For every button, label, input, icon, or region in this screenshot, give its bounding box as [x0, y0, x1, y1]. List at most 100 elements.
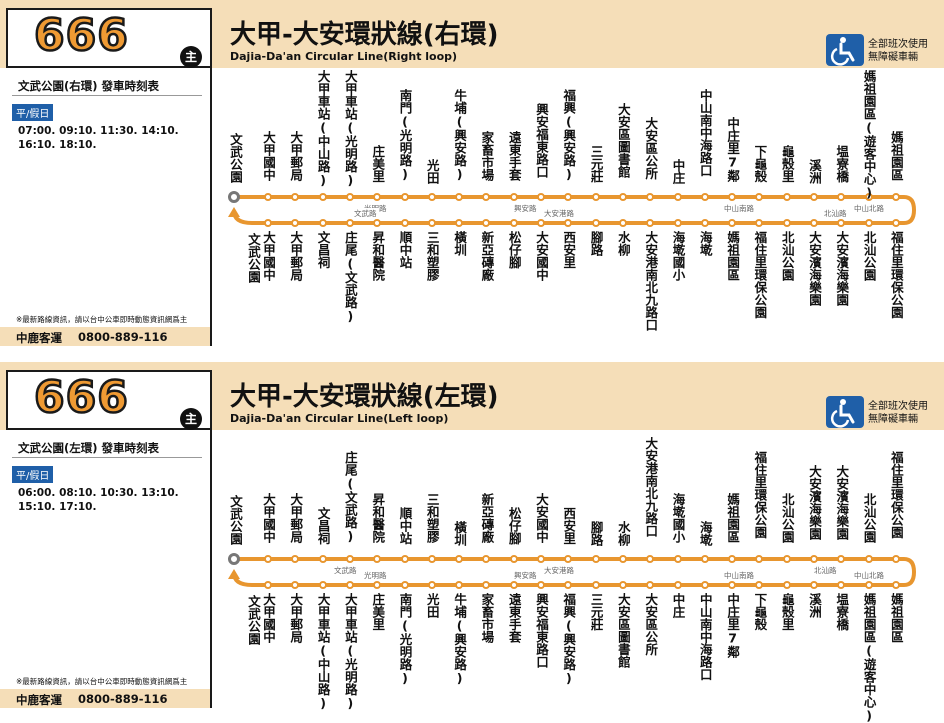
- road-label-top: 中山南路: [722, 203, 756, 214]
- day-type-badge: 平/假日: [12, 104, 54, 121]
- stop-marker: [373, 581, 382, 589]
- stop-name-bottom: 海墘國小: [670, 231, 686, 281]
- stop-name-top: 大安濱海樂園: [807, 465, 822, 540]
- stop-name-bottom: 下龜殼: [752, 593, 768, 631]
- stop-marker: [837, 555, 846, 563]
- stop-marker: [564, 555, 573, 563]
- stop-name-top: 三和塑膠: [424, 493, 440, 543]
- stop-marker: [891, 581, 900, 589]
- stop-name-bottom: 新亞磚廠: [479, 231, 495, 281]
- road-label-bottom: 興安路: [512, 570, 539, 581]
- stop-marker: [345, 581, 354, 589]
- stop-name-bottom: 大安國中: [534, 231, 549, 281]
- stop-name-bottom: 大安濱海樂園: [807, 231, 822, 306]
- road-label-bottom: 光明路: [362, 570, 389, 581]
- stop-name-top: 光田: [424, 159, 440, 184]
- stop-marker: [455, 581, 464, 589]
- stop-name-bottom: 昇和醫院: [370, 231, 386, 281]
- stop-name-top: 媽祖園區(遊客中心): [861, 70, 877, 200]
- main-route-badge: 主: [180, 408, 202, 430]
- route-map: 文武公園文武公園大甲國中大甲郵局文昌祠庄尾(文武路)昇和醫院順中站三和塑膠橫圳新…: [212, 430, 944, 723]
- stop-name-top: 文昌祠: [315, 507, 331, 545]
- stop-name-bottom: 大安區公所: [643, 593, 659, 656]
- road-label-top: 中山北路: [852, 203, 886, 214]
- stop-marker: [700, 581, 709, 589]
- stop-name-bottom: 橫圳: [452, 231, 468, 256]
- stop-marker: [318, 193, 327, 201]
- stop-name-bottom: 福住里環保公園: [752, 231, 768, 319]
- road-label-top: 興安路: [512, 203, 539, 214]
- stop-marker: [837, 219, 846, 227]
- stop-name-bottom: 大甲車站(光明路): [342, 593, 358, 711]
- stop-marker: [400, 555, 409, 563]
- accessibility-note: 全部班次使用無障礙車輛: [868, 400, 928, 426]
- stop-marker: [755, 555, 764, 563]
- stop-name-top: 媽祖園區: [888, 131, 904, 181]
- route-title-en: Dajia-Da'an Circular Line(Left loop): [230, 412, 449, 425]
- stop-name-bottom: 北汕公園: [779, 231, 795, 281]
- stop-name-top: 大甲車站(中山路): [315, 70, 331, 188]
- road-label-top: 北汕路: [812, 565, 839, 576]
- stop-name-top: 昇和醫院: [370, 493, 386, 543]
- stop-name-bottom: 松仔腳: [506, 231, 522, 269]
- direction-arrow-icon: [228, 569, 240, 579]
- stop-name-top: 福住里環保公園: [888, 451, 904, 539]
- stop-name-bottom: 庄美里: [370, 593, 386, 631]
- stop-marker: [891, 219, 900, 227]
- stop-marker: [264, 193, 272, 201]
- stop-name-top: 西安里: [561, 507, 577, 545]
- stop-marker: [482, 193, 491, 201]
- road-label-top: 大安港路: [542, 565, 576, 576]
- accessibility-line-2: 無障礙車輛: [868, 52, 918, 63]
- stop-marker: [400, 219, 409, 227]
- stop-marker: [837, 193, 846, 201]
- terminal-label-bottom: 文武公園: [246, 233, 261, 283]
- stop-name-bottom: 大安區圖書館: [615, 593, 631, 668]
- road-label-bottom: 文武路: [352, 208, 379, 219]
- accessibility-line-2: 無障礙車輛: [868, 414, 918, 425]
- route-title: 大甲-大安環狀線(右環): [230, 20, 499, 50]
- stop-name-bottom: 三元莊: [588, 593, 604, 631]
- stop-marker: [537, 555, 545, 563]
- stop-marker: [345, 555, 354, 563]
- stop-name-bottom: 順中站: [397, 231, 413, 269]
- route-map: 文武公園文武公園大甲國中大甲郵局大甲車站(中山路)大甲車站(光明路)庄美里南門(…: [212, 68, 944, 346]
- stop-name-bottom: 福興(興安路): [561, 593, 577, 686]
- stop-name-bottom: 水柳: [615, 231, 631, 256]
- stop-marker: [728, 219, 737, 227]
- stop-marker: [509, 555, 518, 563]
- stop-name-top: 遠東手套: [506, 131, 522, 181]
- info-note: ※最新路線資訊，請以台中公車即時動態資訊網爲主: [16, 677, 188, 686]
- stop-marker: [427, 219, 436, 227]
- accessibility-note: 全部班次使用無障礙車輛: [868, 38, 928, 64]
- route-title: 大甲-大安環狀線(左環): [230, 382, 499, 412]
- stop-marker: [537, 219, 545, 227]
- stop-marker: [291, 555, 300, 563]
- stop-name-top: 大安區公所: [643, 117, 659, 180]
- road-label-bottom: 中山北路: [852, 570, 886, 581]
- direction-arrow-icon: [228, 207, 240, 217]
- stop-marker: [291, 193, 300, 201]
- stop-name-top: 牛埔(興安路): [452, 89, 468, 182]
- road-label-bottom: 大安港路: [542, 208, 576, 219]
- stop-marker: [400, 581, 409, 589]
- stop-marker: [264, 581, 272, 589]
- stop-marker: [728, 193, 737, 201]
- stop-marker: [482, 219, 491, 227]
- stop-marker: [618, 581, 627, 589]
- stop-name-top: 大甲郵局: [288, 493, 304, 543]
- stop-name-top: 福興(興安路): [561, 89, 577, 182]
- stop-marker: [810, 581, 818, 589]
- stop-name-bottom: 大安港南北九路口: [643, 231, 659, 331]
- stop-marker: [864, 219, 873, 227]
- stop-name-bottom: 大甲國中: [261, 231, 276, 281]
- stop-marker: [837, 581, 846, 589]
- terminal-label-bottom: 文武公園: [246, 595, 261, 645]
- stop-marker: [755, 219, 764, 227]
- stop-name-top: 溪洲: [807, 159, 822, 184]
- stop-name-top: 水柳: [615, 521, 631, 546]
